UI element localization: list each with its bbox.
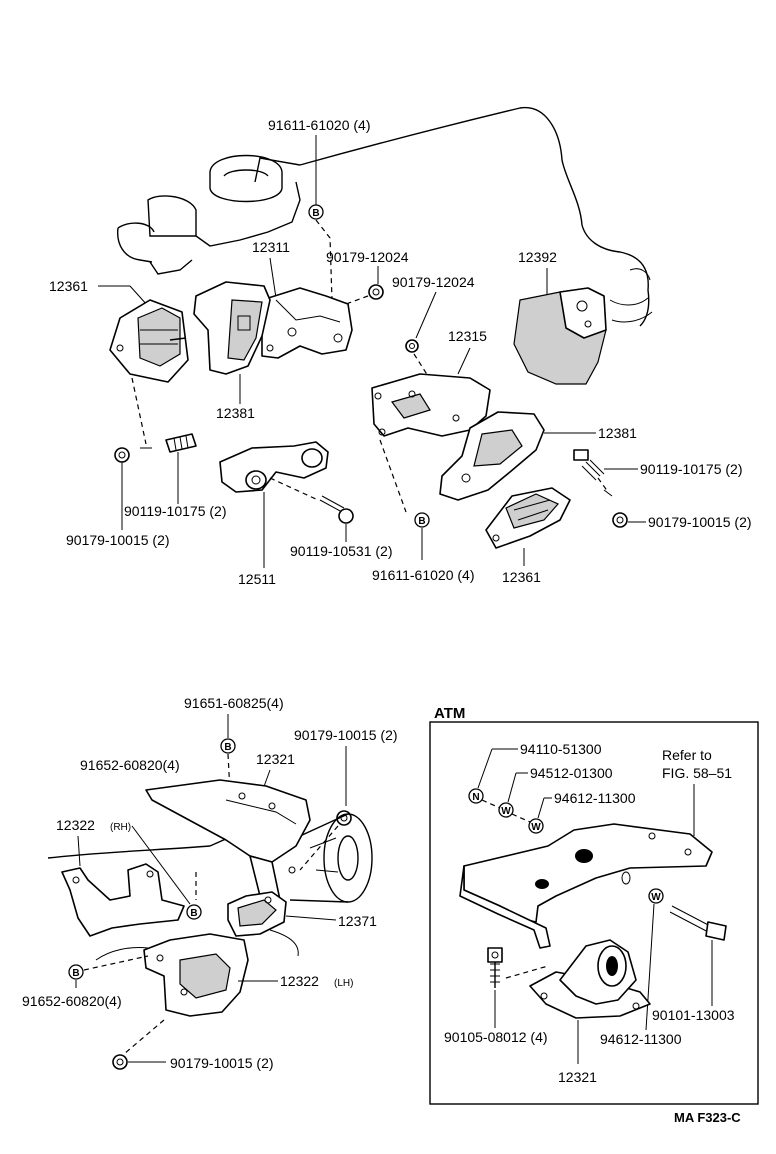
transmission-housing-outline	[47, 813, 373, 961]
label-90179-12024-a: 90179-12024	[326, 249, 409, 265]
label-91611-61020-bottom: 91611-61020 (4)	[372, 567, 474, 583]
label-12381-left: 12381	[216, 405, 255, 421]
atm-title: ATM	[434, 705, 465, 722]
bolt-marker-icon: B	[186, 904, 202, 920]
atm-panel	[429, 721, 759, 1105]
nut-icon-90179-10015-bl-bottom	[112, 1054, 128, 1070]
label-refer-fig: FIG. 58–51	[662, 765, 732, 781]
label-94612-11300-top: 94612-11300	[554, 790, 636, 806]
label-91652-60820-bottom: 91652-60820(4)	[22, 993, 122, 1009]
engine-mount-insulator-12361-left	[109, 299, 189, 383]
label-12321-bl: 12321	[256, 751, 295, 767]
nut-marker-icon: N	[468, 788, 484, 804]
engine-mount-bracket-12381-right	[439, 411, 545, 501]
label-12322-rh-side: (RH)	[110, 822, 131, 833]
label-12511: 12511	[238, 571, 276, 587]
atm-mount-insulator-12321	[529, 939, 651, 1019]
washer-marker-icon: W	[528, 818, 544, 834]
label-90179-10015-left: 90179-10015 (2)	[66, 532, 170, 548]
mount-insulator-12371	[227, 891, 287, 937]
label-90179-10015-right: 90179-10015 (2)	[648, 514, 752, 530]
bolt-marker-icon: B	[220, 738, 236, 754]
label-91651-60825: 91651-60825(4)	[184, 695, 284, 711]
label-90179-10015-bl-top: 90179-10015 (2)	[294, 727, 398, 743]
label-12371: 12371	[338, 913, 377, 929]
atm-mount-bracket	[459, 823, 713, 949]
engine-mount-bracket-12381-left	[193, 281, 271, 375]
label-12361-right: 12361	[502, 569, 541, 585]
label-94512-01300: 94512-01300	[530, 765, 613, 781]
label-90119-10175-right: 90119-10175 (2)	[640, 461, 742, 477]
bolt-icon-90119-10531	[319, 495, 354, 524]
engine-mount-insulator-12361-right	[485, 487, 571, 549]
nut-icon-90179-12024-a	[368, 284, 384, 300]
label-90179-10015-bl-bottom: 90179-10015 (2)	[170, 1055, 274, 1071]
label-12361-left: 12361	[49, 278, 88, 294]
label-refer-to: Refer to	[662, 747, 712, 763]
svg-text:N: N	[472, 792, 479, 803]
engine-block-outline	[117, 106, 653, 327]
bolt-marker-icon: B	[68, 964, 84, 980]
svg-text:W: W	[501, 806, 511, 817]
svg-text:B: B	[418, 516, 425, 527]
mount-bracket-12322-lh	[143, 933, 249, 1017]
mount-bracket-12322-rh	[61, 863, 197, 937]
svg-text:W: W	[531, 822, 541, 833]
svg-text:W: W	[651, 892, 661, 903]
nut-icon-90179-10015-right	[612, 512, 628, 528]
label-94110-51300: 94110-51300	[520, 741, 602, 757]
label-12392: 12392	[518, 249, 557, 265]
label-12381-right: 12381	[598, 425, 637, 441]
label-12322-lh-side: (LH)	[334, 978, 353, 989]
nut-icon-90179-12024-b	[405, 339, 419, 353]
label-91652-60820-top: 91652-60820(4)	[80, 757, 180, 773]
label-12322-rh: 12322	[56, 817, 95, 833]
label-90119-10175-left: 90119-10175 (2)	[124, 503, 226, 519]
label-12321-atm: 12321	[558, 1069, 597, 1085]
bolt-marker-icon: B	[414, 512, 430, 528]
washer-marker-icon: W	[648, 888, 664, 904]
engine-mount-bracket-12511	[219, 441, 329, 493]
label-90119-10531: 90119-10531 (2)	[290, 543, 392, 559]
bolt-icon-90101-13003	[669, 905, 727, 941]
mount-cover-12392	[513, 287, 607, 385]
bolt-icon-90119-10175-right	[573, 449, 605, 481]
bolt-icon-90119-10175-left	[165, 433, 197, 453]
label-94612-11300-bottom: 94612-11300	[600, 1031, 682, 1047]
washer-marker-icon: W	[498, 802, 514, 818]
label-90101-13003: 90101-13003	[652, 1007, 735, 1023]
label-90179-12024-b: 90179-12024	[392, 274, 475, 290]
bolt-icon-90105-08012	[487, 947, 503, 988]
engine-mount-bracket-12315	[371, 373, 491, 437]
label-91611-61020-top: 91611-61020 (4)	[268, 117, 370, 133]
svg-text:B: B	[190, 908, 197, 919]
svg-text:B: B	[224, 742, 231, 753]
label-12315: 12315	[448, 328, 487, 344]
label-12311: 12311	[252, 239, 290, 255]
bolt-marker-icon: B	[308, 204, 324, 220]
svg-text:B: B	[72, 968, 79, 979]
label-90105-08012: 90105-08012 (4)	[444, 1029, 548, 1045]
figure-code: MA F323-C	[674, 1110, 741, 1125]
mount-bracket-12321	[145, 779, 311, 905]
engine-mount-bracket-12311	[261, 287, 353, 359]
label-12322-lh: 12322	[280, 973, 319, 989]
nut-icon-90179-10015-left	[114, 447, 130, 463]
svg-text:B: B	[312, 208, 319, 219]
